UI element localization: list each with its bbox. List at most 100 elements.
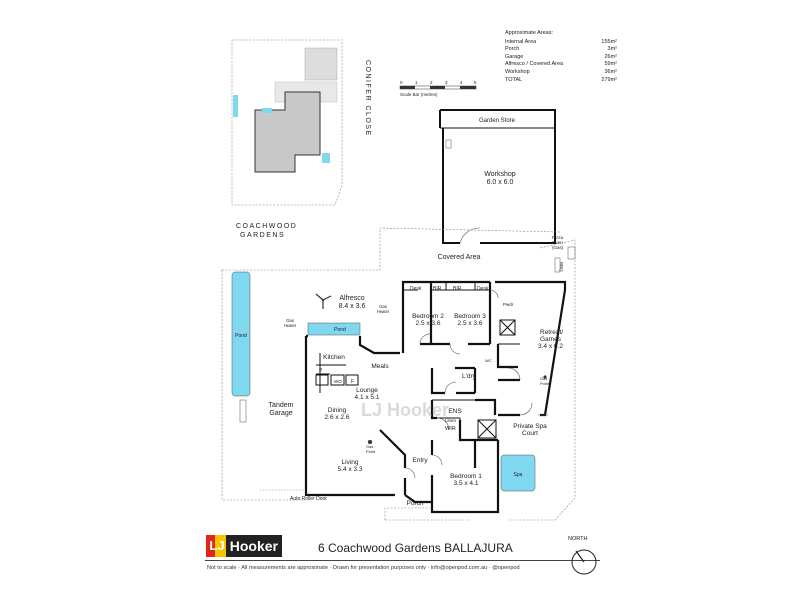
svg-text:BBQ: BBQ [559, 262, 564, 272]
svg-text:Games: Games [540, 336, 562, 343]
site-house-footprint [254, 91, 321, 173]
bedroom1-dim: 3.5 x 4.1 [454, 480, 479, 487]
svg-text:5: 5 [474, 80, 477, 85]
lj-hooker-logo: LJ Hooker [206, 535, 282, 557]
ceiling-fan-icon [315, 293, 332, 309]
bedroom2-dim: 2.5 x 3.6 [416, 320, 441, 327]
property-address: 6 Coachwood Gardens BALLAJURA [318, 541, 513, 555]
disclaimer: Not to scale · All measurements are appr… [207, 565, 520, 571]
garden-store-label: Garden Store [479, 118, 516, 124]
svg-text:WC: WC [485, 358, 492, 363]
scale-bar-label: Scale Bar (metres) [400, 92, 438, 97]
auto-roller-door-label: Auto Roller Door [290, 496, 327, 502]
logo-mark: LJ [206, 535, 226, 557]
site-plan: CONIFER CLOSE COACHWOOD GARDENS [231, 39, 371, 239]
bedroom3-dim: 2.5 x 3.6 [458, 320, 483, 327]
site-outbuilding [304, 47, 338, 81]
porch-label: Porch [407, 500, 424, 507]
covered-area-label: Covered Area [438, 254, 481, 261]
svg-text:Point: Point [540, 381, 550, 386]
svg-text:Garage: Garage [269, 410, 292, 417]
pond-small-label: Pond [334, 327, 346, 333]
workshop-label: Workshop [484, 171, 515, 178]
spa-pool [500, 454, 536, 492]
scale-bar: 0 1 2 3 4 5 Scale Bar (metres) [399, 80, 477, 97]
site-spa [322, 153, 330, 163]
svg-text:Gas: Gas [366, 444, 373, 449]
svg-text:2: 2 [430, 80, 433, 85]
outdoor-areas: Covered Area Pizza Oven (Gas) BBQ [221, 227, 576, 521]
lounge-dim: 4.1 x 5.1 [355, 394, 380, 401]
logo-name: Hooker [225, 535, 282, 557]
workshop-block: Garden Store Workshop 6.0 x 6.0 [439, 109, 556, 244]
svg-text:Linen: Linen [445, 418, 457, 423]
bedroom2-label: Bedroom 2 [412, 313, 444, 320]
svg-text:Heater: Heater [377, 309, 390, 314]
svg-text:4: 4 [460, 80, 463, 85]
lounge-label: Lounge [356, 387, 378, 394]
svg-text:Desk: Desk [410, 286, 422, 292]
retreat-label: Retreat/ [540, 329, 563, 336]
bedroom3-label: Bedroom 3 [454, 313, 486, 320]
svg-text:Gas: Gas [286, 318, 294, 323]
dining-dim: 2.6 x 2.6 [325, 414, 350, 421]
street-conifer-close: CONIFER CLOSE [364, 60, 371, 137]
svg-text:F: F [351, 379, 354, 385]
street-coachwood-1: COACHWOOD [236, 223, 297, 230]
meals-label: Meals [371, 363, 389, 370]
pond-large [231, 271, 251, 397]
kitchen-label: Kitchen [323, 354, 345, 361]
areas-heading: Approximate Areas: [505, 30, 553, 36]
svg-text:Oven: Oven [552, 240, 563, 245]
svg-text:Court: Court [522, 430, 538, 437]
svg-text:Point: Point [366, 449, 376, 454]
svg-text:BIR: BIR [453, 286, 462, 292]
site-small-pond [262, 108, 272, 113]
footer-divider [205, 560, 600, 561]
ensuite-label: ENS [448, 408, 462, 415]
svg-text:3: 3 [445, 80, 448, 85]
svg-text:1: 1 [415, 80, 418, 85]
svg-text:Heater: Heater [284, 323, 297, 328]
workshop-dim: 6.0 x 6.0 [487, 179, 514, 186]
bedroom1-label: Bedroom 1 [450, 473, 482, 480]
site-pond [233, 95, 238, 117]
laundry-label: L'dry [462, 373, 477, 380]
wir-label: WIR [445, 426, 456, 432]
tandem-garage-label: Tandem [269, 402, 294, 409]
north-label: NORTH [568, 536, 588, 542]
dining-label: Dining [328, 407, 347, 414]
svg-text:BIR: BIR [433, 286, 442, 292]
alfresco-label: Alfresco [339, 295, 364, 302]
svg-text:(Gas): (Gas) [552, 245, 564, 250]
spa-court-label: Private Spa [513, 423, 547, 430]
north-compass: NORTH [564, 536, 602, 576]
entry-label: Entry [412, 457, 428, 464]
retreat-dim: 3.4 x 6.2 [538, 343, 563, 350]
watermark: LJ Hooker [361, 400, 449, 420]
svg-text:Pizza: Pizza [552, 235, 564, 240]
street-coachwood-2: GARDENS [240, 232, 285, 239]
svg-text:Gas: Gas [540, 376, 547, 381]
svg-text:P: P [319, 368, 323, 374]
svg-text:0: 0 [400, 80, 403, 85]
living-dim: 5.4 x 3.3 [338, 466, 363, 473]
svg-text:WO: WO [334, 379, 342, 384]
compass-icon [571, 549, 597, 575]
alfresco-dim: 8.4 x 3.6 [339, 303, 366, 310]
svg-text:Desk: Desk [477, 286, 489, 292]
pond-small [307, 322, 361, 336]
living-label: Living [342, 459, 359, 466]
pond-large-label: Pond [235, 333, 247, 339]
svg-text:Gas: Gas [379, 304, 387, 309]
svg-text:Pwdr: Pwdr [503, 302, 514, 307]
spa-label: Spa [514, 472, 523, 478]
